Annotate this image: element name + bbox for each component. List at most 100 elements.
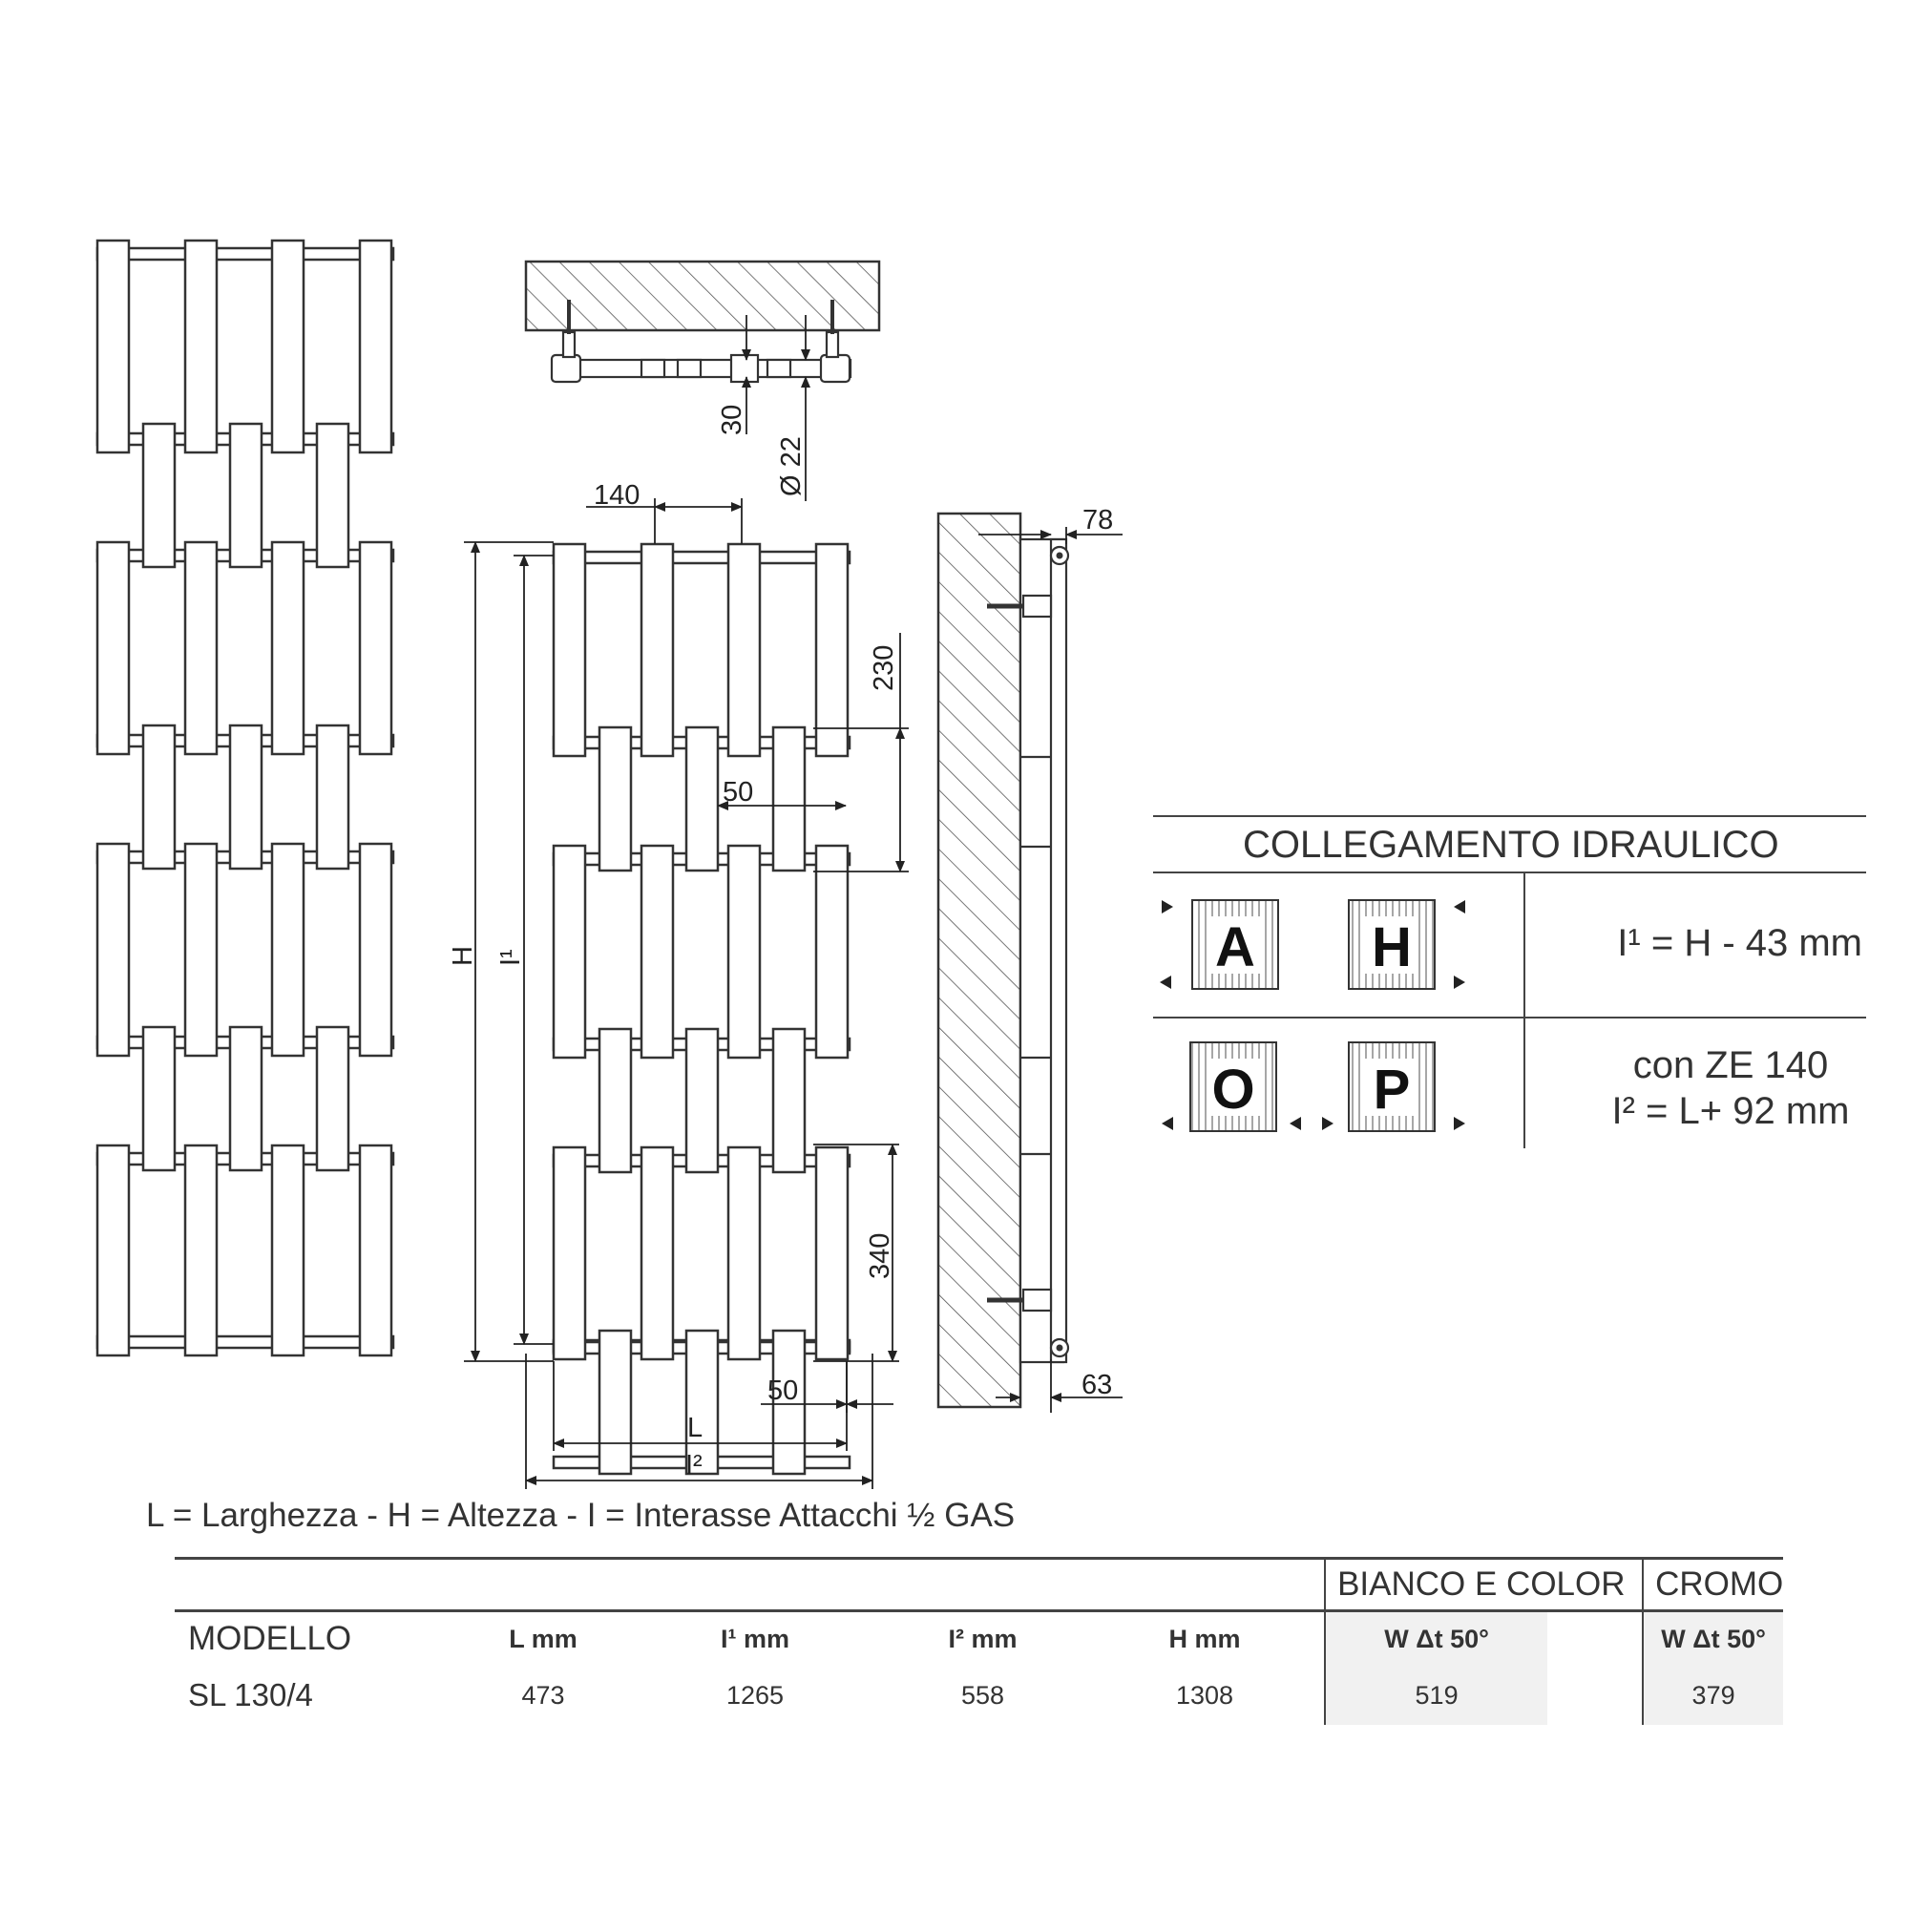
wall-section-side (936, 512, 1022, 1409)
top-view: 30 Ø 22 (524, 260, 881, 501)
cell-i1: 1265 (725, 1680, 785, 1710)
dim-230-label: 230 (869, 645, 899, 691)
tall-element (552, 542, 587, 758)
dim-140-label: 140 (594, 480, 640, 511)
tall-element (358, 1144, 393, 1357)
header-i1: I¹ mm (720, 1624, 789, 1653)
cell-l: 473 (521, 1680, 565, 1710)
dim-50-mid-label: 50 (723, 777, 753, 808)
tall-element (95, 842, 131, 1058)
connection-formula-1: I¹ = H - 43 mm (1617, 922, 1862, 964)
front-view-radiator (95, 239, 395, 1357)
tall-element (95, 1144, 131, 1357)
tall-element (358, 842, 393, 1058)
svg-text:A: A (1215, 916, 1255, 978)
tall-element (270, 842, 305, 1058)
short-element (684, 725, 720, 872)
short-element (228, 724, 263, 871)
tall-element (358, 239, 393, 454)
header-h: H mm (1168, 1624, 1241, 1653)
table-group-row: BIANCO E COLOR CROMO (175, 1557, 1783, 1612)
short-element (771, 1027, 807, 1174)
tall-element (183, 1144, 219, 1357)
legend-text: L = Larghezza - H = Altezza - I = Intera… (146, 1497, 1016, 1534)
svg-text:P: P (1374, 1059, 1411, 1121)
header-l: L mm (509, 1624, 578, 1653)
tall-element (814, 542, 850, 758)
tall-element (270, 239, 305, 454)
svg-text:O: O (1211, 1059, 1254, 1121)
dim-I2-label: I² (685, 1450, 703, 1480)
dim-H-label: H (448, 946, 478, 966)
top-rail (95, 246, 395, 262)
short-element (141, 724, 177, 871)
tall-element (640, 844, 675, 1060)
table-header-row: MODELLO L mm I¹ mm I² mm H mm W Δt 50° W… (175, 1610, 1784, 1666)
tall-element (726, 1145, 762, 1361)
icon-P: P (1322, 1041, 1465, 1132)
tall-element (552, 844, 587, 1060)
short-element (598, 1329, 633, 1476)
short-element (598, 1027, 633, 1174)
group-cromo: CROMO (1642, 1557, 1783, 1612)
tall-element (358, 540, 393, 756)
table-row: SL 130/4 473 1265 558 1308 519 379 (175, 1666, 1784, 1725)
tall-element (95, 239, 131, 454)
cell-h: 1308 (1175, 1680, 1234, 1710)
dim-78-label: 78 (1082, 505, 1113, 536)
short-element (684, 1027, 720, 1174)
header-w-cromo: W Δt 50° (1642, 1610, 1784, 1666)
tall-element (95, 540, 131, 756)
tall-element (640, 542, 675, 758)
tall-element (183, 239, 219, 454)
dim-63-label: 63 (1082, 1370, 1112, 1400)
tall-element (270, 540, 305, 756)
model-table: BIANCO E COLOR CROMO MODELLO L mm I¹ mm … (175, 1557, 1783, 1725)
short-element (684, 1329, 720, 1476)
tall-element (726, 542, 762, 758)
tall-element (726, 844, 762, 1060)
side-view: 78 63 (936, 505, 1123, 1413)
top-rail (552, 550, 851, 565)
svg-text:H: H (1372, 916, 1412, 978)
short-element (598, 725, 633, 872)
tall-element (183, 842, 219, 1058)
header-w-bianco: W Δt 50° (1324, 1610, 1548, 1666)
short-element (771, 1329, 807, 1476)
cell-model: SL 130/4 (188, 1677, 313, 1712)
tall-element (270, 1144, 305, 1357)
short-element (315, 422, 350, 569)
cell-w-bianco: 519 (1324, 1666, 1548, 1725)
short-element (315, 1025, 350, 1172)
connection-formula-2b: I² = L+ 92 mm (1612, 1090, 1850, 1132)
short-element (771, 725, 807, 872)
group-bianco: BIANCO E COLOR (1324, 1557, 1644, 1612)
bottom-rail (95, 1334, 395, 1350)
tall-element (640, 1145, 675, 1361)
dim-50-bottom-label: 50 (767, 1376, 798, 1406)
wall-section-top (524, 260, 881, 332)
tall-element (814, 1145, 850, 1361)
connection-title: COLLEGAMENTO IDRAULICO (1243, 824, 1779, 866)
dim-340-label: 340 (865, 1233, 895, 1279)
dim-L-label: L (687, 1413, 703, 1443)
tall-element (814, 844, 850, 1060)
dim-I1-label: I¹ (495, 949, 526, 966)
connection-box: COLLEGAMENTO IDRAULICO A H O (1153, 815, 1866, 1148)
tall-element (183, 540, 219, 756)
short-element (141, 422, 177, 569)
short-element (228, 422, 263, 569)
cell-i2: 558 (960, 1680, 1005, 1710)
front-view-dimensions (464, 498, 909, 1489)
cell-w-cromo: 379 (1642, 1666, 1784, 1725)
header-i2: I² mm (948, 1624, 1018, 1653)
connection-formula-2a: con ZE 140 (1633, 1044, 1829, 1086)
short-element (228, 1025, 263, 1172)
icon-A: A (1160, 899, 1279, 990)
icon-O: O (1162, 1041, 1301, 1132)
dim-22-label: Ø 22 (776, 436, 807, 496)
header-model: MODELLO (188, 1620, 352, 1657)
dim-30-label: 30 (717, 405, 747, 435)
front-view-dimensioned (552, 542, 851, 1476)
